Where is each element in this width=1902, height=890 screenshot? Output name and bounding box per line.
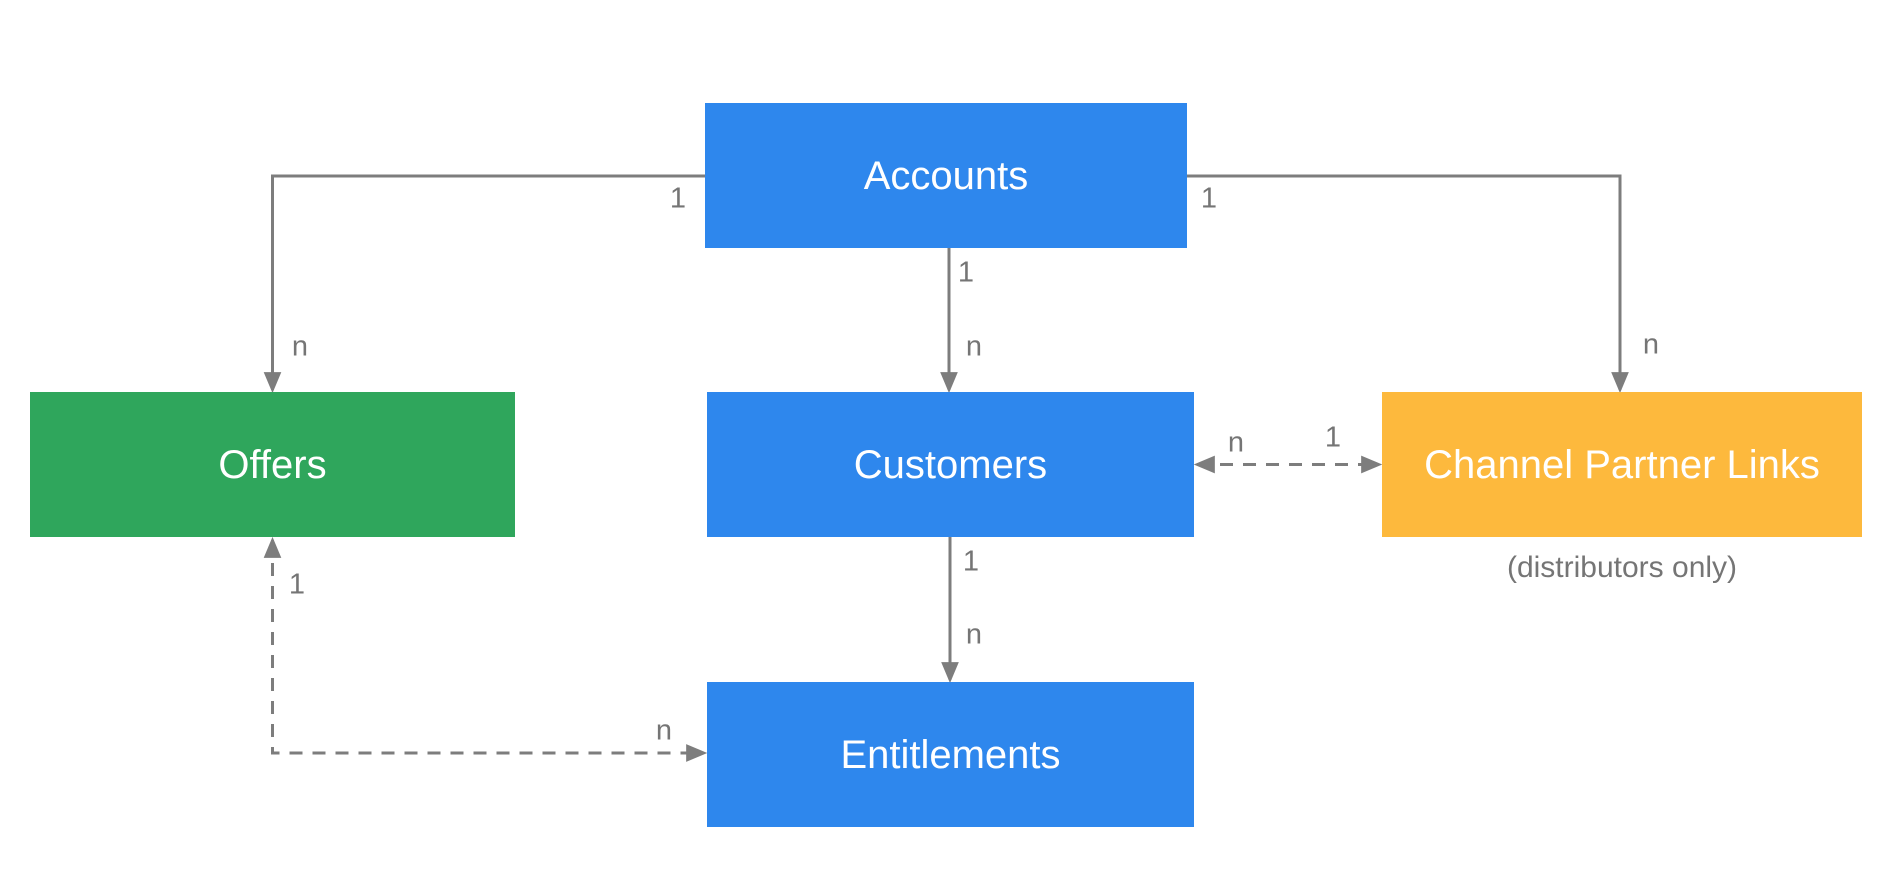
node-offers: Offers (30, 392, 515, 537)
edge-accounts-offers-source-multiplicity: 1 (669, 182, 687, 215)
node-channel-partner-links-label: Channel Partner Links (1424, 442, 1820, 487)
edge-offers-entitlements-target-multiplicity: n (655, 714, 673, 747)
edge-customers-channel-partner-links-target-multiplicity: 1 (1324, 421, 1342, 454)
edge-customers-entitlements-target-multiplicity: n (965, 618, 983, 651)
edge-accounts-channel-partner-links-target-multiplicity: n (1642, 328, 1660, 361)
edge-accounts-channel-partner-links-source-multiplicity: 1 (1200, 182, 1218, 215)
node-customers-label: Customers (853, 442, 1048, 487)
edge-accounts-channel-partner-links-line (1187, 174, 1629, 394)
edge-accounts-offers-line (263, 174, 705, 394)
node-accounts: Accounts (705, 103, 1187, 248)
edge-offers-entitlements-line (263, 536, 708, 762)
node-entitlements-label: Entitlements (840, 732, 1061, 777)
node-accounts-label: Accounts (863, 153, 1029, 198)
node-offers-label: Offers (218, 442, 327, 487)
node-channel-partner-links: Channel Partner Links (1382, 392, 1862, 537)
node-entitlements: Entitlements (707, 682, 1194, 827)
edge-accounts-offers-target-multiplicity: n (291, 330, 309, 363)
edge-accounts-customers-source-multiplicity: 1 (957, 256, 975, 289)
edge-customers-channel-partner-links-source-multiplicity: n (1227, 426, 1245, 459)
node-channel-partner-links-caption: (distributors only) (1506, 551, 1738, 584)
edge-accounts-customers-target-multiplicity: n (965, 330, 983, 363)
edge-offers-entitlements-source-multiplicity: 1 (288, 568, 306, 601)
edge-customers-entitlements-source-multiplicity: 1 (962, 545, 980, 578)
node-customers: Customers (707, 392, 1194, 537)
